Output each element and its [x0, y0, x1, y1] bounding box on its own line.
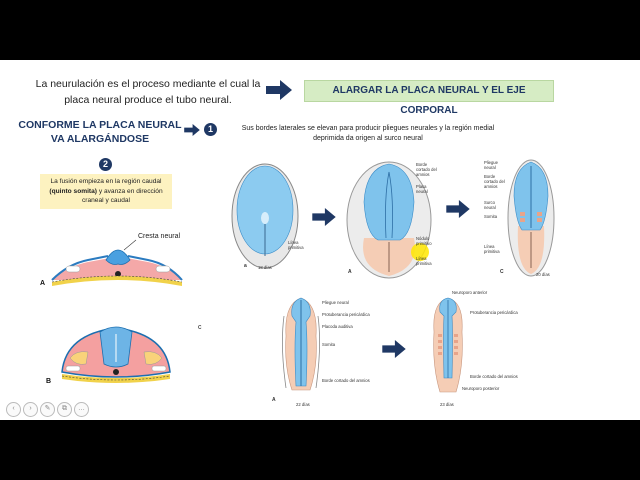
embryo-a-letter: a [244, 263, 247, 269]
arrow-right-icon [312, 208, 336, 226]
embryo-c-dias: 20 días [536, 272, 550, 277]
embryo-c-pliegue-label: Pliegue neural [484, 160, 498, 170]
fusion-text-bold: (quinto somita) [49, 187, 97, 195]
embryo-e-protub-label: Protuberancia pericárdica [470, 310, 518, 315]
embryo-c-somita-label: Somita [484, 214, 498, 219]
embryo-d-letter: A [272, 397, 276, 403]
cross-section-a-letter: A [40, 280, 46, 287]
embryo-e-neuroporo-post-label: Neuroporo posterior [462, 386, 500, 391]
embryo-d-somita-label: Somita [322, 342, 336, 347]
embryo-c-linea-label: Línea primitiva [484, 244, 500, 254]
embryo-d-protub-label: Protuberancia pericárdica [322, 312, 370, 317]
step-2-badge: 2 [99, 158, 112, 171]
cross-section-a [51, 239, 183, 286]
embryo-18-dias [231, 163, 299, 269]
embryo-a-dias: 18 días [258, 265, 272, 270]
embryo-c-letter: C [500, 269, 504, 275]
step-1-badge: 1 [204, 123, 217, 136]
embryo-a-linea-label: Línea primitiva [288, 240, 304, 250]
embryo-e-borde-label: Borde cortado del amnios [470, 374, 518, 379]
more-options-button[interactable]: … [74, 402, 89, 417]
embryo-d-pliegue-label: Pliegue neural [322, 300, 349, 305]
presentation-controls: ‹ › ✎ ⧉ … [6, 402, 89, 417]
prev-slide-button[interactable]: ‹ [6, 402, 21, 417]
slide: La neurulación es el proceso mediante el… [0, 60, 640, 420]
cross-section-b-letter: B [46, 378, 52, 385]
embryo-23-dias [433, 297, 463, 393]
arrow-right-icon [184, 124, 200, 136]
embryo-c-surco-label: Surco neural [484, 200, 496, 210]
embryo-b-linea-label: Línea primitiva [416, 256, 432, 266]
embryo-e-neuroporo-ant-label: Neuroporo anterior [452, 290, 488, 295]
pen-tool-button[interactable]: ✎ [40, 402, 55, 417]
fusion-note: La fusión empieza en la región caudal (q… [40, 174, 172, 209]
embryo-b-borde-label: Borde cortado del amnios [416, 162, 437, 177]
cross-section-b [61, 326, 171, 383]
arrow-right-icon [446, 200, 470, 218]
cresta-neural-label: Cresta neural [138, 233, 181, 240]
embryo-b-nodulo-label: Nódulo primitivo [416, 236, 432, 246]
embryo-d-borde-label: Borde cortado del amnios [322, 378, 370, 383]
description-line-1: Sus bordes laterales se elevan para prod… [241, 125, 495, 132]
intro-text: La neurulación es el proceso mediante el… [28, 76, 268, 108]
intro-line-2: placa neural produce el tubo neural. [64, 94, 232, 106]
embryo-d-placoda-label: Placoda auditiva [322, 324, 353, 329]
arrow-right-icon [382, 340, 406, 358]
banner-alargar: ALARGAR LA PLACA NEURAL Y EL EJE CORPORA… [304, 80, 554, 116]
slides-overview-button[interactable]: ⧉ [57, 402, 72, 417]
intro-line-1: La neurulación es el proceso mediante el… [35, 78, 261, 90]
stray-mark: c [198, 324, 202, 331]
embryo-b-placa-label: Placa neural [416, 184, 428, 194]
heading-line-2: VA ALARGÁNDOSE [50, 133, 150, 145]
description-line-2: deprimida da origen al surco neural [313, 135, 423, 142]
embryo-22-dias [282, 297, 320, 391]
embryo-b-letter: A [348, 269, 352, 275]
embryo-c-borde-label: Borde cortado del amnios [484, 174, 505, 189]
fusion-text-2: y avanza en dirección craneal y caudal [81, 187, 163, 205]
next-slide-button[interactable]: › [23, 402, 38, 417]
arrow-right-icon [266, 80, 292, 100]
embryo-placa-neural [346, 161, 432, 279]
heading-line-1: CONFORME LA PLACA NEURAL [18, 119, 182, 131]
embryo-e-dias: 23 días [440, 402, 454, 407]
embryo-20-dias [507, 159, 555, 277]
fusion-text-1: La fusión empieza en la región caudal [50, 178, 162, 185]
section-heading: CONFORME LA PLACA NEURAL VA ALARGÁNDOSE [18, 118, 182, 146]
description: Sus bordes laterales se elevan para prod… [228, 124, 508, 144]
embryo-d-dias: 22 días [296, 402, 310, 407]
